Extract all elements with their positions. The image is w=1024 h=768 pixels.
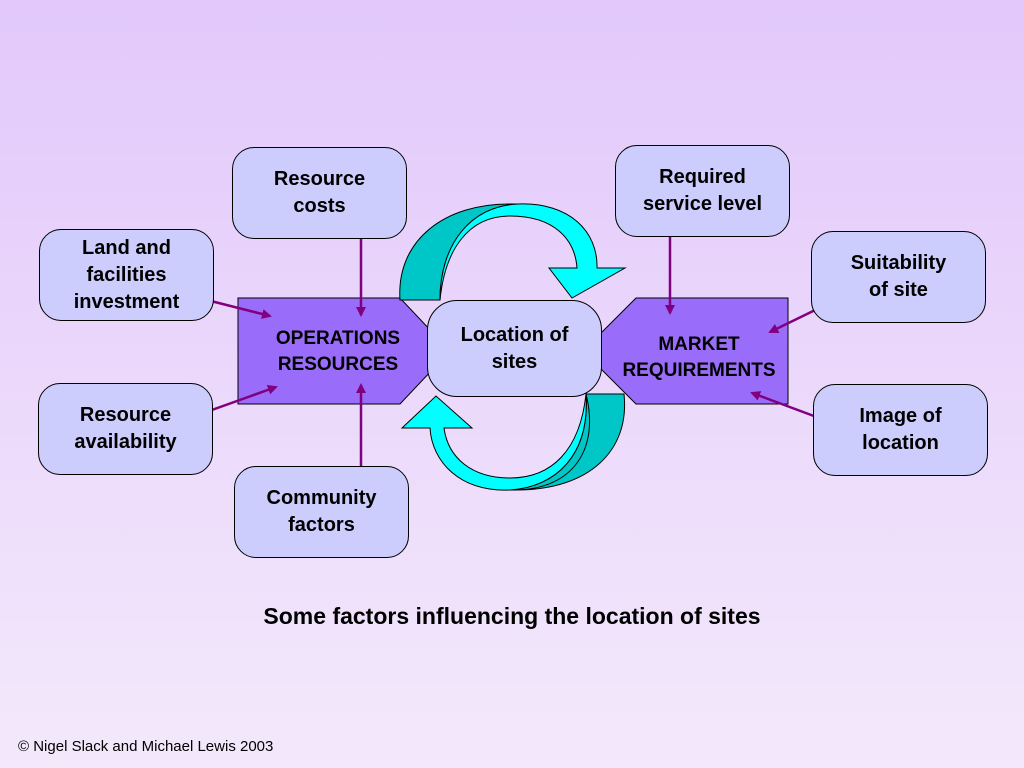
- operations-resources-label: OPERATIONS RESOURCES: [275, 328, 401, 375]
- image-location-box: Image of location: [813, 384, 988, 476]
- operations-resources-hub: [237, 297, 451, 405]
- diagram-caption: Some factors influencing the location of…: [263, 603, 761, 629]
- land-facilities-box: Land and facilities investment: [39, 229, 214, 321]
- community-factors-box: Community factors: [234, 466, 409, 558]
- copyright-notice: © Nigel Slack and Michael Lewis 2003: [18, 738, 274, 755]
- required-service-box: Required service level: [615, 145, 790, 237]
- resource-availability-box: Resource availability: [38, 383, 213, 475]
- suitability-box: Suitability of site: [811, 231, 986, 323]
- market-requirements-label: MARKET REQUIREMENTS: [622, 334, 776, 381]
- cycle-arrow-bottom: [400, 393, 626, 491]
- location-of-sites-box: Location of sites: [427, 300, 602, 397]
- resource-costs-box: Resource costs: [232, 147, 407, 239]
- market-requirements-hub: [582, 297, 789, 405]
- cycle-arrow-top: [399, 203, 627, 301]
